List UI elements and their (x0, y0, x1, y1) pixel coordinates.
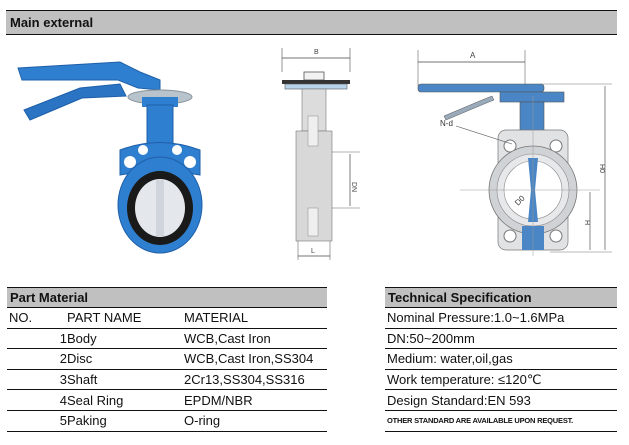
spec-row: Nominal Pressure:1.0~1.6MPa (385, 308, 617, 329)
spec-dn: DN:50~200mm (387, 330, 475, 346)
part-name: Shaft (67, 372, 98, 388)
butterfly-valve-photo (10, 50, 210, 260)
spec-row: DN:50~200mm (385, 329, 617, 350)
column-header-no: NO. (9, 310, 33, 326)
spec-design-standard: Design Standard:EN 593 (387, 392, 531, 408)
spec-note: OTHER STANDARD ARE AVAILABLE UPON REQUES… (387, 416, 574, 426)
column-header-part-name: PART NAME (67, 310, 142, 326)
technical-specification-table: Technical Specification Nominal Pressure… (385, 287, 617, 432)
part-no: 2 (59, 351, 67, 367)
technical-specification-header: Technical Specification (385, 287, 617, 308)
part-material: WCB,Cast Iron (184, 330, 271, 346)
dim-l-label: L (311, 248, 315, 255)
technical-specification-title: Technical Specification (388, 290, 532, 305)
part-material-column-headers: NO. PART NAME MATERIAL (7, 308, 327, 329)
front-view-drawing: A N-d D0 H0 H (400, 46, 620, 262)
side-view-drawing: B DN L (270, 44, 360, 266)
spec-medium: Medium: water,oil,gas (387, 351, 513, 367)
part-no: 5 (59, 413, 67, 429)
dim-dn-label: DN (350, 182, 357, 192)
spec-nominal-pressure: Nominal Pressure:1.0~1.6MPa (387, 310, 565, 326)
part-name: Disc (67, 351, 93, 367)
table-row: 1 Body WCB,Cast Iron (7, 329, 327, 350)
main-external-header: Main external (6, 10, 617, 35)
dim-a-label: A (470, 51, 476, 60)
part-material-table: Part Material NO. PART NAME MATERIAL 1 B… (7, 287, 327, 432)
part-name: Seal Ring (67, 392, 124, 408)
part-no: 1 (59, 330, 67, 346)
part-material: WCB,Cast Iron,SS304 (184, 351, 314, 367)
part-material-header: Part Material (7, 287, 327, 308)
part-material-title: Part Material (10, 290, 89, 305)
part-material: O-ring (184, 413, 221, 429)
part-no: 3 (59, 372, 67, 388)
spec-row: Work temperature: ≤120℃ (385, 370, 617, 391)
part-name: Body (67, 330, 97, 346)
part-no: 4 (59, 392, 67, 408)
dim-h0-label: H0 (598, 164, 605, 173)
main-external-title: Main external (10, 15, 94, 30)
column-header-material: MATERIAL (184, 310, 249, 326)
table-row: 3 Shaft 2Cr13,SS304,SS316 (7, 370, 327, 391)
part-material: EPDM/NBR (184, 392, 253, 408)
spec-row: Medium: water,oil,gas (385, 349, 617, 370)
dim-h-label: H (583, 220, 590, 225)
table-row: 5 Paking O-ring (7, 411, 327, 432)
table-row: 4 Seal Ring EPDM/NBR (7, 390, 327, 411)
dim-nd-label: N-d (440, 119, 453, 128)
part-name: Paking (67, 413, 107, 429)
spec-work-temperature: Work temperature: ≤120℃ (387, 371, 542, 387)
part-material: 2Cr13,SS304,SS316 (184, 372, 305, 388)
spec-note-row: OTHER STANDARD ARE AVAILABLE UPON REQUES… (385, 411, 617, 432)
table-row: 2 Disc WCB,Cast Iron,SS304 (7, 349, 327, 370)
spec-row: Design Standard:EN 593 (385, 390, 617, 411)
dim-b-label: B (314, 49, 319, 56)
